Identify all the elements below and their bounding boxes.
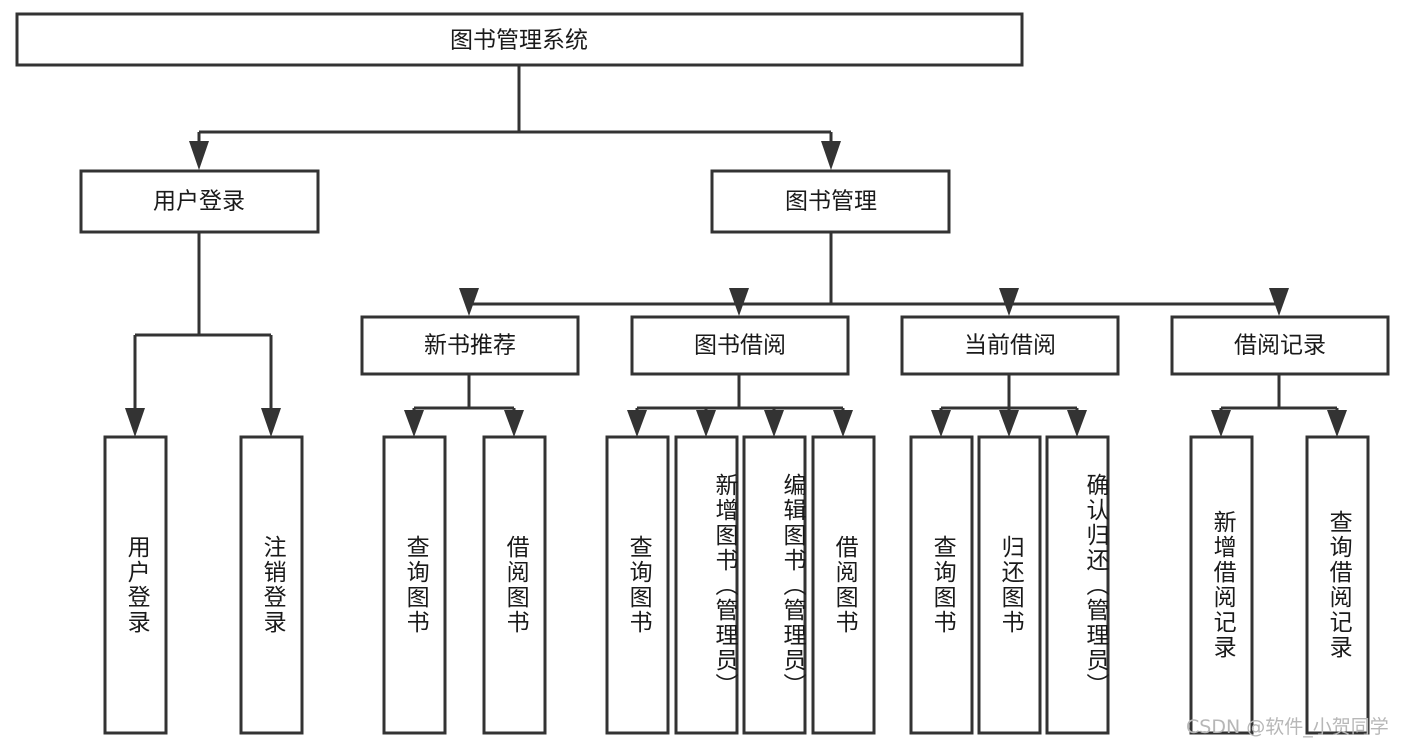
leaf-box-record-add[interactable] xyxy=(1189,435,1254,735)
node-borrow-record[interactable]: 借阅记录 xyxy=(1170,315,1390,376)
leaf-box-newbook-borrow[interactable] xyxy=(482,435,547,735)
arrowhead-borrowrecord-leaf-1 xyxy=(1211,410,1231,437)
leaf-box-borrow-add[interactable] xyxy=(674,435,739,735)
node-root-label: 图书管理系统 xyxy=(450,28,588,54)
leaf-box-borrow-edit[interactable] xyxy=(742,435,807,735)
arrowhead-newbook-leaf-1 xyxy=(404,410,424,437)
node-root[interactable]: 图书管理系统 xyxy=(15,12,1024,67)
connectors-booklmanage-to-level3 xyxy=(459,232,1289,316)
node-borrow-record-label: 借阅记录 xyxy=(1234,333,1326,359)
node-current-borrow[interactable]: 当前借阅 xyxy=(900,315,1120,376)
connectors-newbook-to-leaves xyxy=(404,374,524,437)
node-borrow-record-box[interactable] xyxy=(1170,315,1390,376)
leaf-box-current-return[interactable] xyxy=(977,435,1042,735)
arrowhead-bookborrow-leaf-1 xyxy=(627,410,647,437)
leaf-box-borrow-query[interactable] xyxy=(605,435,670,735)
node-new-book-recommend-label: 新书推荐 xyxy=(424,333,516,359)
arrowhead-currentborrow-leaf-3 xyxy=(1067,410,1087,437)
connectors-root-to-level2 xyxy=(189,65,841,170)
arrowhead-leaf-logout xyxy=(261,408,281,437)
node-root-box[interactable] xyxy=(15,12,1024,67)
node-current-borrow-box[interactable] xyxy=(900,315,1120,376)
arrowhead-bookborrow-leaf-4 xyxy=(833,410,853,437)
node-book-borrow-box[interactable] xyxy=(630,315,850,376)
arrowhead-bookborrow-leaf-3 xyxy=(764,410,784,437)
leaf-box-current-confirm[interactable] xyxy=(1045,435,1110,735)
node-book-borrow-label: 图书借阅 xyxy=(694,333,786,359)
leaf-box-user-login[interactable] xyxy=(103,435,168,735)
arrowhead-book-borrow xyxy=(729,288,749,316)
arrowhead-newbook-leaf-2 xyxy=(504,410,524,437)
node-book-manage-box[interactable] xyxy=(710,169,951,234)
arrowhead-currentborrow-leaf-1 xyxy=(931,410,951,437)
arrowhead-borrowrecord-leaf-2 xyxy=(1327,410,1347,437)
arrowhead-borrow-record xyxy=(1269,288,1289,316)
node-user-login-label: 用户登录 xyxy=(153,189,245,215)
node-new-book-recommend-box[interactable] xyxy=(360,315,580,376)
connectors-currentborrow-to-leaves xyxy=(931,374,1087,437)
connectors-bookborrow-to-leaves xyxy=(627,374,853,437)
node-new-book-recommend[interactable]: 新书推荐 xyxy=(360,315,580,376)
arrowhead-book-manage xyxy=(821,141,841,170)
arrowhead-bookborrow-leaf-2 xyxy=(696,410,716,437)
arrowhead-user-login xyxy=(189,141,209,170)
arrowhead-current-borrow xyxy=(999,288,1019,316)
leaf-box-newbook-query[interactable] xyxy=(382,435,447,735)
node-current-borrow-label: 当前借阅 xyxy=(964,333,1056,359)
node-user-login[interactable]: 用户登录 xyxy=(79,169,320,234)
arrowhead-currentborrow-leaf-2 xyxy=(999,410,1019,437)
leaf-box-borrow-lend[interactable] xyxy=(811,435,876,735)
connectors-userlogin-to-leaves xyxy=(125,232,281,437)
arrowhead-new-book xyxy=(459,288,479,316)
node-user-login-box[interactable] xyxy=(79,169,320,234)
leaf-box-logout[interactable] xyxy=(239,435,304,735)
leaf-box-current-query[interactable] xyxy=(909,435,974,735)
arrowhead-leaf-user-login xyxy=(125,408,145,437)
node-book-manage[interactable]: 图书管理 xyxy=(710,169,951,234)
leaf-box-record-query[interactable] xyxy=(1305,435,1370,735)
connectors-borrowrecord-to-leaves xyxy=(1211,374,1347,437)
node-book-manage-label: 图书管理 xyxy=(785,189,877,215)
node-book-borrow[interactable]: 图书借阅 xyxy=(630,315,850,376)
